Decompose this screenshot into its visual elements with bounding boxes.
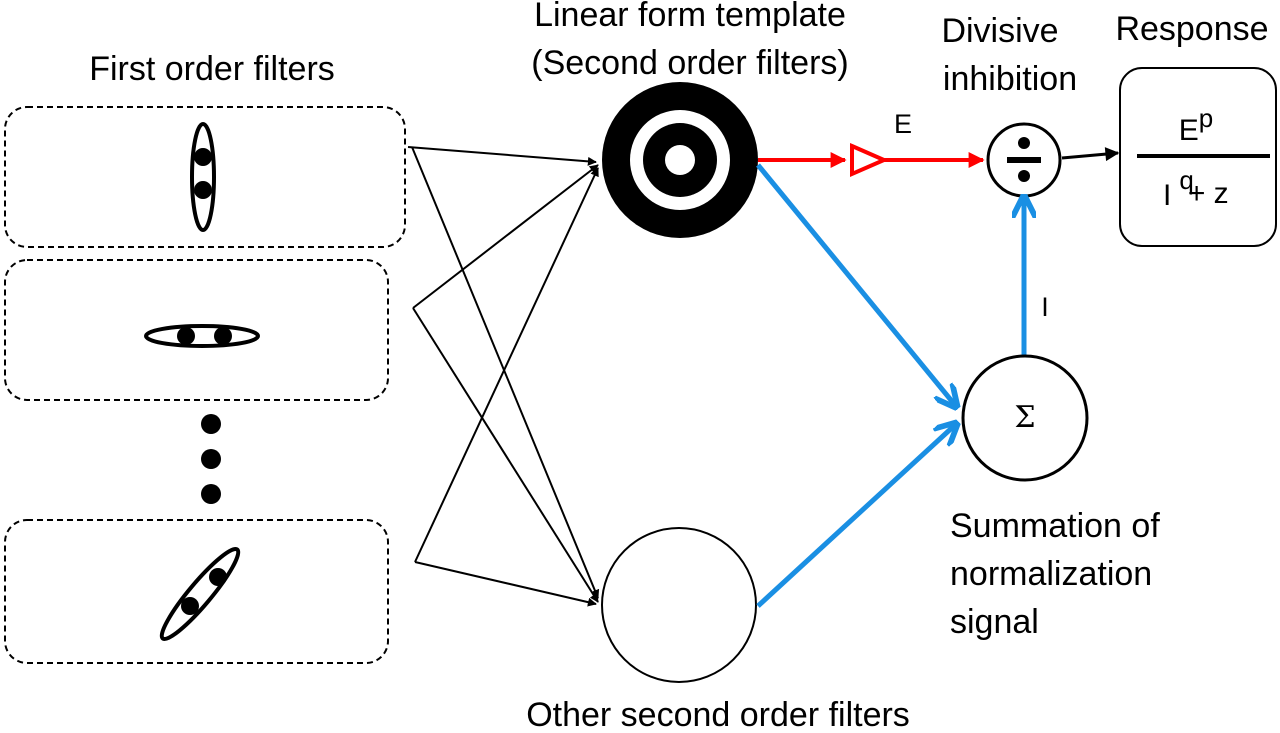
amplifier-icon: [850, 142, 889, 178]
template-title-line2: (Second order filters): [531, 44, 848, 82]
denominator-base: I: [1163, 179, 1171, 212]
sigma-icon: Σ: [1014, 400, 1035, 435]
normalization-path: [756, 163, 1024, 608]
summation-label-line3: signal: [950, 603, 1039, 641]
first-order-filter-horizontal: [4, 259, 389, 401]
other-second-order-filter: [601, 527, 757, 683]
first-order-filter-vertical: [4, 106, 406, 248]
numerator-exponent: p: [1199, 103, 1213, 133]
summation-node: [961, 354, 1089, 482]
numerator-base: E: [1179, 114, 1199, 147]
first-to-second-connections: [407, 146, 600, 607]
first-order-filter-diagonal: [4, 519, 389, 664]
division-node: [986, 122, 1062, 198]
first-order-filters-label: First order filters: [89, 50, 335, 88]
formula-numerator: Ep: [1179, 103, 1213, 147]
denominator-exponent: q: [1179, 165, 1193, 195]
linear-form-template: [602, 82, 758, 238]
summation-label-line2: normalization: [950, 555, 1152, 593]
response-label: Response: [1115, 10, 1268, 48]
ellipsis-dots: [201, 414, 221, 504]
summation-label-line1: Summation of: [950, 507, 1160, 545]
division-to-response-arrow: [1061, 147, 1120, 162]
division-icon: [1007, 137, 1041, 182]
template-title-line1: Linear form template: [534, 0, 846, 34]
divisive-label-line1: Divisive: [941, 12, 1058, 50]
excitation-label: E: [894, 109, 912, 139]
other-second-order-label: Other second order filters: [526, 696, 910, 733]
excitatory-path: [758, 142, 985, 178]
denominator-tail: + z: [1188, 177, 1229, 210]
divisive-label-line2: inhibition: [943, 60, 1077, 98]
inhibition-label: I: [1041, 292, 1049, 322]
